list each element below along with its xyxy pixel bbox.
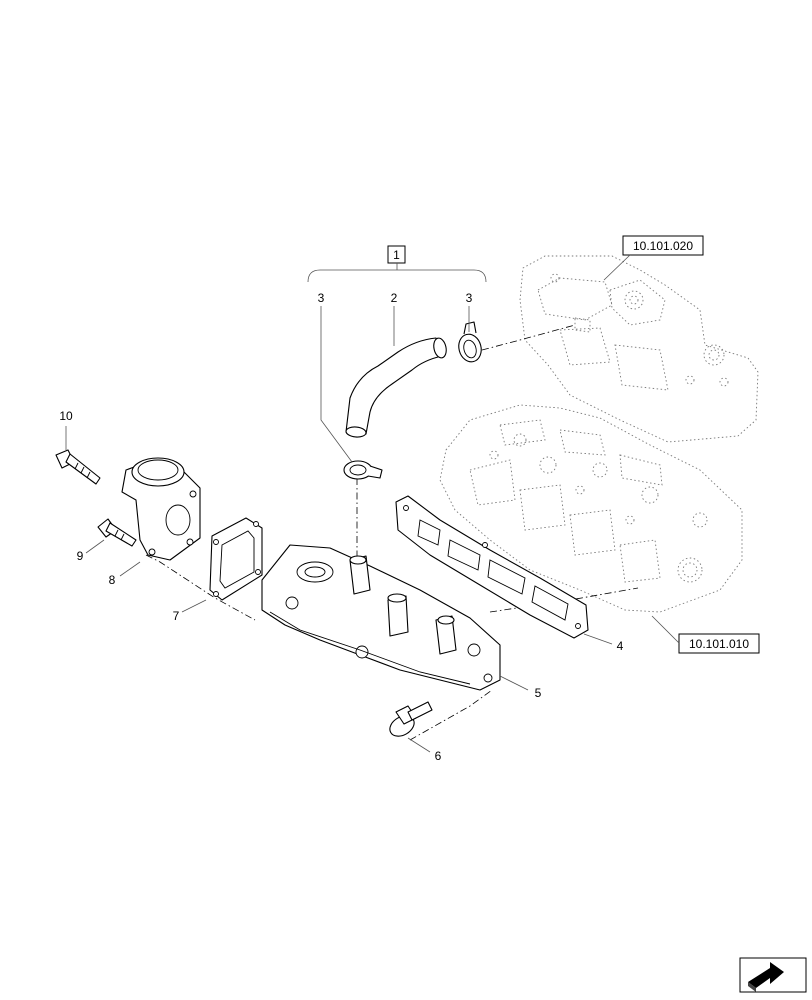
callout-4[interactable]: 4 [617, 639, 624, 653]
callout-group-1[interactable]: 1 [393, 248, 400, 262]
short-bolt[interactable] [97, 518, 137, 547]
long-bolt[interactable] [55, 449, 101, 485]
callout-9[interactable]: 9 [77, 549, 84, 563]
callout-6[interactable]: 6 [435, 749, 442, 763]
manifold[interactable] [261, 544, 501, 691]
callout-5[interactable]: 5 [535, 686, 542, 700]
ref-cylinder-head: 10.101.010 [689, 637, 749, 651]
hose[interactable] [345, 337, 448, 438]
ref-box-cylinder-head[interactable]: 10.101.010 [651, 615, 760, 654]
callout-leaders [65, 306, 613, 753]
assembly-center-lines [145, 324, 639, 741]
callout-3-left[interactable]: 3 [318, 291, 325, 305]
callout-3-right[interactable]: 3 [466, 291, 473, 305]
ref-box-valve-cover[interactable]: 10.101.020 [603, 235, 704, 281]
callout-7[interactable]: 7 [173, 609, 180, 623]
ref-valve-cover: 10.101.020 [633, 239, 693, 253]
thermostat-gasket[interactable] [209, 517, 263, 601]
flange-bolt[interactable] [386, 701, 433, 740]
callout-10[interactable]: 10 [59, 409, 73, 423]
hose-clamp-right[interactable] [456, 321, 484, 364]
next-page-arrow-icon[interactable] [739, 957, 807, 993]
callout-2[interactable]: 2 [391, 291, 398, 305]
callout-8[interactable]: 8 [109, 573, 116, 587]
group-bracket: 1 [307, 245, 487, 283]
cylinder-head[interactable] [439, 404, 743, 613]
manifold-gasket[interactable] [395, 495, 589, 639]
hose-clamp-left[interactable] [343, 460, 383, 480]
valve-cover[interactable] [519, 255, 759, 443]
thermostat-housing[interactable] [121, 457, 201, 561]
